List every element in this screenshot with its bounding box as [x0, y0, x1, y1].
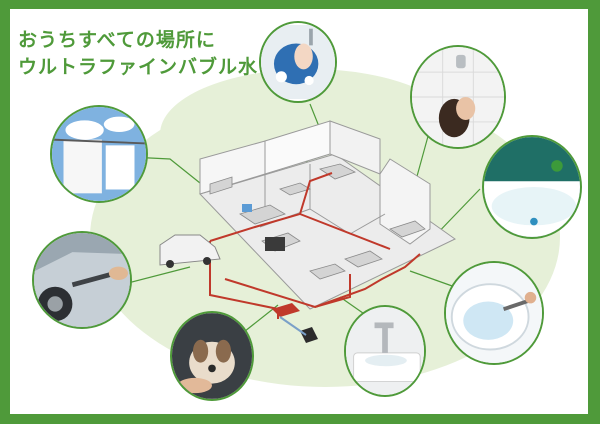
house-scene	[119, 103, 481, 343]
headline-line-2: ウルトラファインバブル水を。	[18, 56, 299, 78]
purifier-device	[272, 303, 318, 343]
dishwashing-icon	[259, 21, 337, 103]
sofa	[265, 237, 285, 251]
car-washing-icon	[32, 231, 132, 329]
bathtub-icon	[482, 135, 582, 239]
shower-icon	[410, 45, 506, 149]
illustration-canvas: おうちすべての場所に ウルトラファインバブル水を。	[10, 9, 588, 414]
house-floor	[199, 153, 456, 310]
headline: おうちすべての場所に ウルトラファインバブル水を。	[18, 27, 298, 81]
headline-line-1: おうちすべての場所に	[18, 29, 216, 51]
dog-washing-icon	[170, 311, 254, 401]
car-illustration	[159, 234, 221, 268]
laundry-icon	[50, 105, 148, 203]
toilet-icon	[444, 261, 544, 365]
water-appliance	[242, 204, 252, 212]
washbasin-icon	[344, 305, 426, 397]
